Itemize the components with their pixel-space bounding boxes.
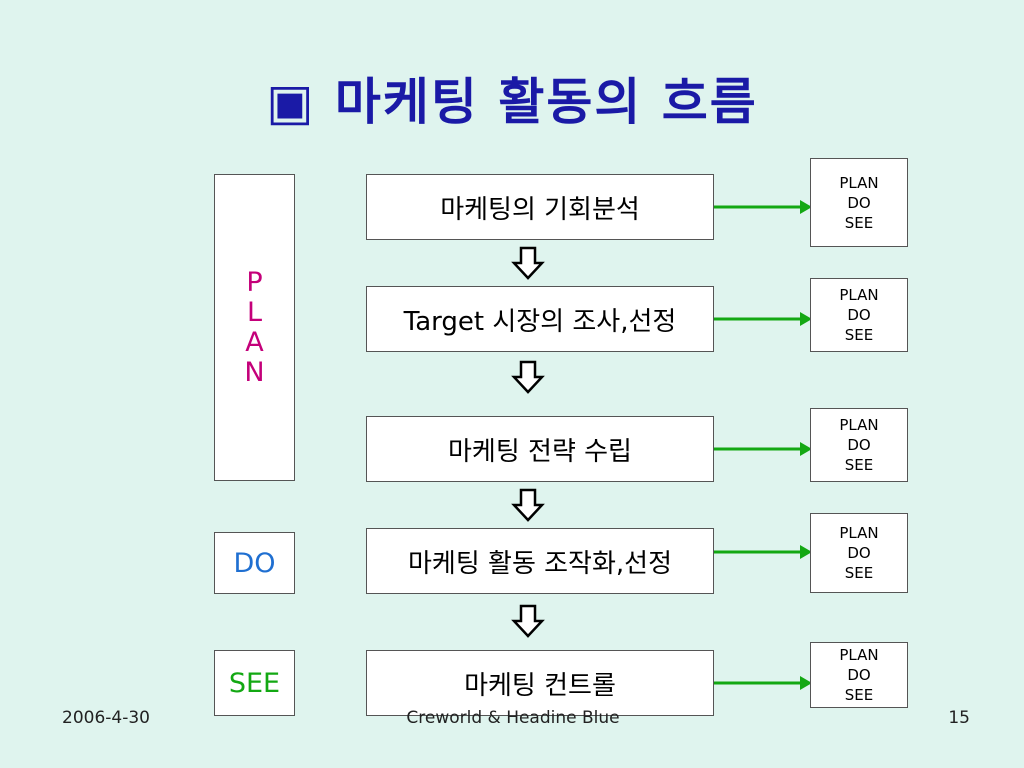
connector-arrow-icon	[714, 200, 812, 214]
pds-plan-text: PLAN	[839, 524, 879, 542]
step-label: 마케팅의 기회분석	[440, 194, 640, 225]
pds-box: PLAN DO SEE	[810, 513, 908, 593]
pds-box: PLAN DO SEE	[810, 278, 908, 352]
pds-plan-text: PLAN	[839, 173, 879, 192]
connector-arrow-icon	[714, 442, 812, 456]
pds-see-text: SEE	[844, 456, 874, 474]
plan-phase-label: P L A N	[244, 266, 265, 388]
plan-letter-p: P	[246, 266, 263, 298]
connector-arrow-icon	[714, 545, 812, 559]
footer-date: 2006-4-30	[62, 708, 150, 728]
step-box-strategy: 마케팅 전략 수립	[366, 416, 714, 482]
pds-do-text: DO	[847, 666, 871, 684]
pds-box: PLAN DO SEE	[810, 158, 908, 247]
pds-see-text: SEE	[844, 326, 874, 344]
plan-letter-a: A	[245, 326, 264, 358]
pds-plan-text: PLAN	[839, 416, 879, 434]
pds-do-text: DO	[847, 306, 871, 324]
pds-see-text: SEE	[844, 686, 874, 704]
slide-title: ▣ 마케팅 활동의 흐름	[266, 73, 758, 131]
step-label: Target 시장의 조사,선정	[403, 306, 677, 337]
pds-do-text: DO	[847, 436, 871, 454]
down-arrow-icon	[511, 246, 545, 280]
pds-plan-text: PLAN	[839, 286, 879, 304]
do-phase-label: DO	[233, 547, 276, 579]
pds-plan-text: PLAN	[839, 646, 879, 664]
connector-arrow-icon	[714, 312, 812, 326]
plan-letter-n: N	[244, 356, 265, 388]
step-label: 마케팅 전략 수립	[448, 436, 632, 467]
pds-see-text: SEE	[844, 564, 874, 582]
pds-see-text: SEE	[844, 213, 874, 232]
pds-box: PLAN DO SEE	[810, 642, 908, 708]
do-phase-box: DO	[214, 532, 295, 594]
pds-do-text: DO	[847, 544, 871, 562]
step-label: 마케팅 컨트롤	[464, 670, 616, 701]
footer-center-text: Creworld & Headine Blue	[406, 708, 620, 728]
plan-letter-l: L	[246, 296, 263, 328]
pds-do-text: DO	[847, 193, 871, 212]
step-box-control: 마케팅 컨트롤	[366, 650, 714, 716]
connector-arrow-icon	[714, 676, 812, 690]
step-box-activity: 마케팅 활동 조작화,선정	[366, 528, 714, 594]
footer-page-number: 15	[948, 708, 970, 728]
plan-phase-box: P L A N	[214, 174, 295, 481]
step-box-opportunity-analysis: 마케팅의 기회분석	[366, 174, 714, 240]
see-phase-box: SEE	[214, 650, 295, 716]
down-arrow-icon	[511, 488, 545, 522]
see-phase-label: SEE	[228, 667, 281, 699]
down-arrow-icon	[511, 604, 545, 638]
down-arrow-icon	[511, 360, 545, 394]
step-label: 마케팅 활동 조작화,선정	[408, 548, 672, 579]
step-box-target-market: Target 시장의 조사,선정	[366, 286, 714, 352]
pds-box: PLAN DO SEE	[810, 408, 908, 482]
